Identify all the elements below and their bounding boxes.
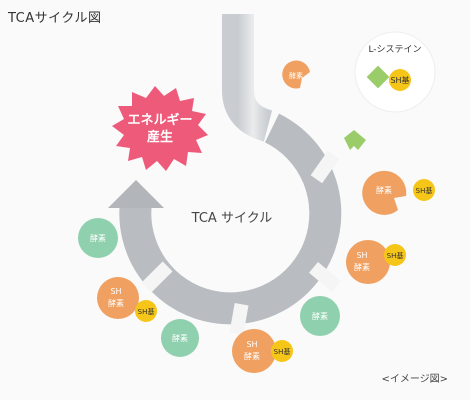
enzyme-label: 酵素 [108, 298, 124, 308]
green-piece [344, 130, 366, 150]
cysteine-label: L-システイン [368, 44, 421, 55]
cycle-label: TCA サイクル [191, 211, 273, 226]
sh-group-label: SH基 [416, 186, 433, 195]
enzyme-green-left [78, 218, 118, 258]
enzyme-label: 酵素 [244, 351, 260, 361]
enzyme-label: 酵素 [289, 71, 303, 80]
enzyme-label: 酵素 [312, 311, 328, 321]
enzyme-label: 酵素 [90, 233, 106, 243]
enzyme-orange-right-2 [346, 240, 390, 284]
sh-group-bottom [271, 340, 293, 362]
enzyme-label: 酵素 [172, 333, 188, 343]
sh-label: SH [246, 340, 257, 349]
sh-group-right-2 [384, 244, 406, 266]
image-caption: <イメージ図> [381, 374, 448, 385]
enzyme-orange-small [282, 60, 310, 89]
enzyme-orange-right-1 [362, 170, 407, 215]
cysteine-green-piece [366, 65, 390, 89]
sh-group-left [135, 300, 157, 322]
input-pipe [222, 14, 273, 142]
sh-group-label: SH基 [274, 347, 291, 356]
cycle-segment-mark [229, 303, 249, 335]
sh-group-right-1 [413, 179, 435, 201]
page-title: TCAサイクル図 [8, 11, 102, 26]
cysteine-sh-group [389, 69, 411, 91]
sh-label: SH [110, 287, 121, 296]
sh-label: SH [356, 251, 367, 260]
cycle-arrowhead [108, 180, 164, 208]
cysteine-sh-label: SH基 [390, 75, 409, 85]
enzyme-label: 酵素 [354, 262, 370, 272]
sh-group-label: SH基 [387, 251, 404, 260]
cycle-segment-mark [309, 261, 341, 293]
cycle-segment-mark [310, 150, 340, 184]
enzyme-green-right [300, 296, 340, 336]
enzyme-label: 酵素 [376, 185, 392, 195]
energy-label-line2: 産生 [147, 129, 173, 145]
enzyme-orange-left [97, 277, 139, 319]
cycle-segment-mark [141, 261, 173, 293]
energy-burst [112, 86, 208, 171]
energy-label-line1: エネルギー [127, 112, 192, 128]
enzyme-orange-bottom [232, 329, 276, 373]
sh-group-label: SH基 [138, 307, 155, 316]
enzyme-green-bottom [161, 319, 199, 357]
